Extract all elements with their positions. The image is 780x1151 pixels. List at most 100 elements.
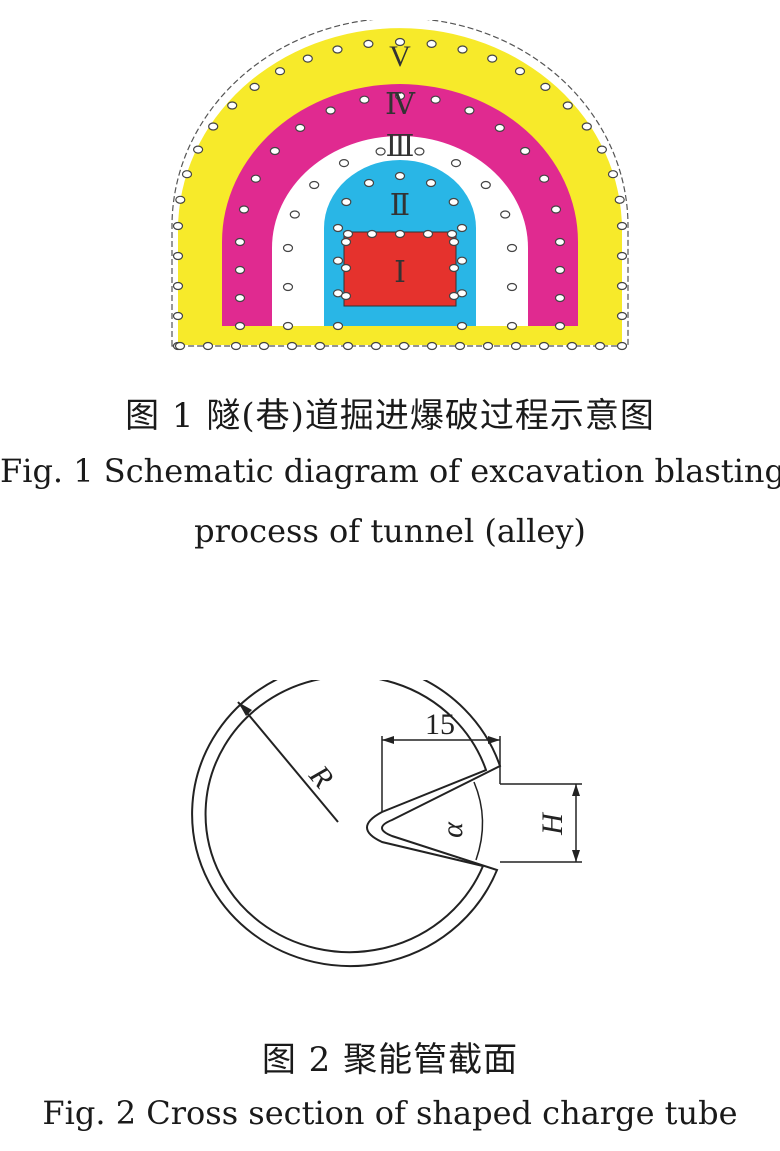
- radius-line: [237, 701, 339, 823]
- borehole-dot: [426, 39, 437, 48]
- tube-inner-wall: [204, 680, 488, 954]
- borehole-dot: [286, 341, 298, 351]
- borehole-dot: [332, 45, 343, 54]
- borehole-dot: [208, 122, 219, 131]
- borehole-dot: [494, 123, 505, 133]
- figure1-caption-en-line1: Fig. 1 Schematic diagram of excavation b…: [0, 452, 780, 490]
- borehole-dots: [172, 37, 628, 351]
- borehole-dot: [616, 341, 628, 351]
- borehole-dot: [234, 237, 246, 247]
- borehole-dot: [394, 37, 406, 47]
- borehole-dot: [448, 237, 460, 247]
- borehole-dot: [332, 223, 344, 233]
- borehole-dot: [614, 195, 625, 204]
- figure2-caption-en: Fig. 2 Cross section of shaped charge tu…: [42, 1094, 738, 1132]
- tunnel-blasting-diagram: V Ⅳ Ⅲ Ⅱ Ⅰ: [171, 20, 629, 351]
- borehole-dot: [394, 171, 406, 181]
- height-label: H: [536, 811, 569, 836]
- borehole-dot: [325, 106, 336, 115]
- borehole-dot: [554, 321, 566, 331]
- borehole-dot: [482, 341, 494, 351]
- width-label: 15: [425, 708, 455, 741]
- borehole-dot: [539, 174, 550, 183]
- borehole-dot: [456, 256, 468, 265]
- borehole-dot: [269, 146, 280, 156]
- borehole-dot: [425, 178, 437, 188]
- borehole-dot: [454, 341, 466, 351]
- borehole-dot: [430, 95, 441, 104]
- borehole-dot: [340, 237, 352, 247]
- borehole-dot: [314, 341, 326, 351]
- borehole-dot: [519, 146, 531, 156]
- borehole-dot: [510, 341, 522, 351]
- borehole-dot: [375, 147, 386, 156]
- borehole-dot: [426, 341, 438, 351]
- borehole-dot: [394, 229, 406, 239]
- borehole-dot: [338, 159, 350, 168]
- borehole-dot: [456, 223, 468, 233]
- borehole-dot: [282, 321, 294, 331]
- zone-label-iv: Ⅳ: [385, 88, 416, 121]
- borehole-dot: [448, 197, 459, 207]
- borehole-dot: [596, 145, 608, 154]
- borehole-dot: [616, 251, 628, 261]
- borehole-dot: [398, 341, 410, 351]
- angle-label: α: [436, 821, 469, 838]
- borehole-dot: [174, 341, 186, 351]
- borehole-dot: [414, 147, 425, 156]
- borehole-dot: [227, 101, 238, 110]
- zone-label-ii: Ⅱ: [390, 189, 410, 222]
- figure1-caption-en-line2: process of tunnel (alley): [194, 512, 586, 550]
- zone-label-iii: Ⅲ: [386, 130, 415, 163]
- borehole-dot: [249, 82, 260, 92]
- radius-label: R: [302, 759, 340, 795]
- borehole-dot: [202, 341, 214, 351]
- borehole-dot: [340, 263, 352, 273]
- zone-label-i: Ⅰ: [394, 256, 406, 289]
- borehole-dot: [230, 341, 242, 351]
- borehole-dot: [480, 180, 491, 190]
- borehole-dot: [302, 54, 313, 63]
- borehole-dot: [172, 311, 184, 321]
- borehole-dot: [500, 210, 511, 219]
- borehole-dot: [616, 281, 628, 291]
- borehole-dot: [550, 205, 562, 214]
- borehole-dot: [506, 321, 518, 331]
- borehole-dot: [234, 293, 246, 303]
- borehole-dot: [464, 106, 475, 115]
- borehole-dot: [363, 178, 375, 188]
- borehole-dot: [295, 123, 306, 133]
- borehole-dot: [538, 341, 550, 351]
- borehole-dot: [250, 174, 261, 183]
- borehole-dot: [258, 341, 270, 351]
- borehole-dot: [332, 256, 344, 265]
- borehole-dot: [289, 210, 300, 219]
- borehole-dot: [181, 170, 193, 179]
- borehole-dot: [363, 39, 374, 48]
- borehole-dot: [234, 265, 246, 275]
- borehole-dot: [448, 263, 460, 273]
- borehole-dot: [274, 67, 286, 76]
- shaped-charge-tube-diagram: R 15 α H: [191, 680, 582, 968]
- angle-arc: [473, 781, 484, 861]
- borehole-dot: [514, 67, 526, 76]
- borehole-dot: [446, 229, 458, 239]
- borehole-dot: [193, 145, 204, 154]
- borehole-dot: [554, 237, 566, 247]
- borehole-dot: [282, 282, 294, 292]
- figure2-caption-zh: 图 2 聚能管截面: [261, 1040, 519, 1080]
- borehole-dot: [506, 282, 518, 292]
- borehole-dot: [566, 341, 578, 351]
- zone-label-v: V: [389, 40, 411, 73]
- borehole-dot: [175, 195, 186, 204]
- borehole-dot: [394, 91, 406, 101]
- borehole-dot: [359, 95, 370, 104]
- zone-i: [344, 232, 456, 306]
- borehole-dot: [616, 221, 628, 231]
- borehole-dot: [422, 229, 434, 239]
- borehole-dot: [309, 180, 320, 190]
- tunnel-outline: [171, 20, 629, 347]
- borehole-dot: [554, 293, 566, 303]
- borehole-dot: [366, 229, 378, 239]
- borehole-dot: [456, 321, 468, 331]
